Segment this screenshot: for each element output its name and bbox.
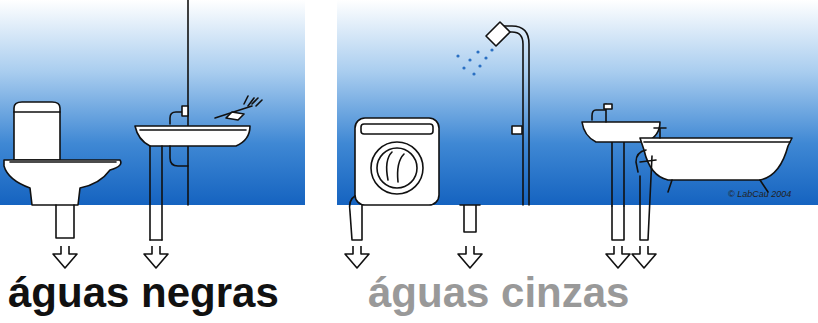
washing-machine xyxy=(350,118,439,240)
category-label: águas negras xyxy=(8,272,279,314)
shower xyxy=(460,22,529,232)
flow-arrows xyxy=(53,246,656,268)
sink xyxy=(135,0,262,240)
bathtub xyxy=(636,128,792,240)
water-drops xyxy=(456,48,493,75)
panels xyxy=(0,0,818,205)
copyright-note: © LabCau 2004 xyxy=(728,190,791,199)
category-label: águas cinzas xyxy=(368,272,629,314)
washbasin xyxy=(582,104,660,240)
toilet xyxy=(4,102,121,238)
